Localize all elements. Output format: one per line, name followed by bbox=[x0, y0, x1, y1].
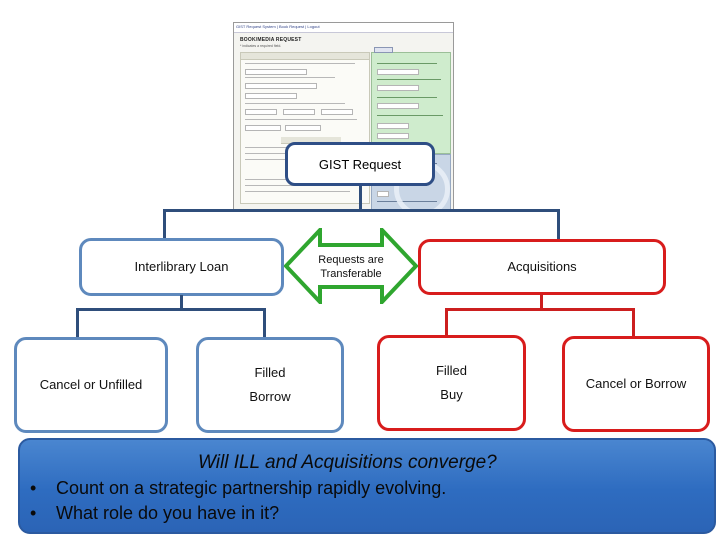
cancel-borrow-label: Cancel or Borrow bbox=[585, 375, 687, 391]
cancel-borrow-box: Cancel or Borrow bbox=[562, 336, 710, 432]
form-feedback-panel bbox=[371, 47, 451, 154]
transfer-text: Requests are Transferable bbox=[310, 253, 392, 281]
interlibrary-loan-box: Interlibrary Loan bbox=[79, 238, 284, 296]
banner-bullet-text: Count on a strategic partnership rapidly… bbox=[56, 478, 447, 498]
connector-top-bar bbox=[163, 209, 560, 212]
form-topbar: GIST Request System | Book Request | Log… bbox=[234, 23, 453, 33]
banner-bullet-item: • Count on a strategic partnership rapidl… bbox=[30, 476, 446, 501]
transfer-arrow-icon bbox=[284, 228, 418, 304]
connector-ill-left bbox=[76, 308, 79, 338]
connector-ill-right bbox=[263, 308, 266, 338]
filled-borrow-line-1: Filled bbox=[254, 365, 286, 380]
connector-ill-down bbox=[180, 295, 183, 309]
connector-ill-bar bbox=[76, 308, 266, 311]
banner-question: Will ILL and Acquisitions converge? bbox=[198, 452, 497, 473]
convergence-banner: Will ILL and Acquisitions converge? • Cou… bbox=[18, 438, 716, 534]
cancel-unfilled-box: Cancel or Unfilled bbox=[14, 337, 168, 433]
banner-bullet-list: • Count on a strategic partnership rapidl… bbox=[30, 476, 446, 526]
connector-to-ill bbox=[163, 209, 166, 239]
gist-form-screenshot: GIST Request System | Book Request | Log… bbox=[233, 22, 454, 211]
transfer-line-2: Transferable bbox=[320, 268, 382, 280]
connector-to-acq bbox=[557, 209, 560, 239]
filled-buy-line-2: Buy bbox=[440, 387, 463, 402]
banner-bullet-text: What role do you have in it? bbox=[56, 503, 280, 523]
bullet-marker: • bbox=[30, 478, 37, 498]
connector-gist-down bbox=[359, 186, 362, 210]
double-arrow-shape bbox=[284, 228, 418, 304]
gist-request-label: GIST Request bbox=[318, 156, 402, 172]
filled-buy-line-1: Filled bbox=[435, 363, 468, 378]
gist-request-box: GIST Request bbox=[285, 142, 435, 186]
cancel-unfilled-label: Cancel or Unfilled bbox=[39, 376, 143, 392]
acquisitions-label: Acquisitions bbox=[507, 258, 577, 274]
banner-bullet-item: • What role do you have in it? bbox=[30, 501, 446, 526]
connector-acq-right bbox=[632, 308, 635, 338]
filled-borrow-box: Filled Borrow bbox=[196, 337, 344, 433]
transfer-line-1: Requests are bbox=[318, 254, 384, 266]
filled-buy-box: Filled Buy bbox=[377, 335, 526, 431]
form-topbar-text: GIST Request System | Book Request | Log… bbox=[236, 24, 320, 29]
form-subtitle: * indicates a required field. bbox=[240, 44, 282, 48]
interlibrary-loan-label: Interlibrary Loan bbox=[134, 258, 229, 274]
connector-acq-bar bbox=[445, 308, 635, 311]
bullet-marker: • bbox=[30, 503, 37, 523]
connector-acq-left bbox=[445, 308, 448, 336]
connector-acq-down bbox=[540, 294, 543, 310]
filled-borrow-line-2: Borrow bbox=[249, 389, 291, 404]
form-title: BOOK/MEDIA REQUEST bbox=[240, 37, 302, 43]
acquisitions-box: Acquisitions bbox=[418, 239, 666, 295]
